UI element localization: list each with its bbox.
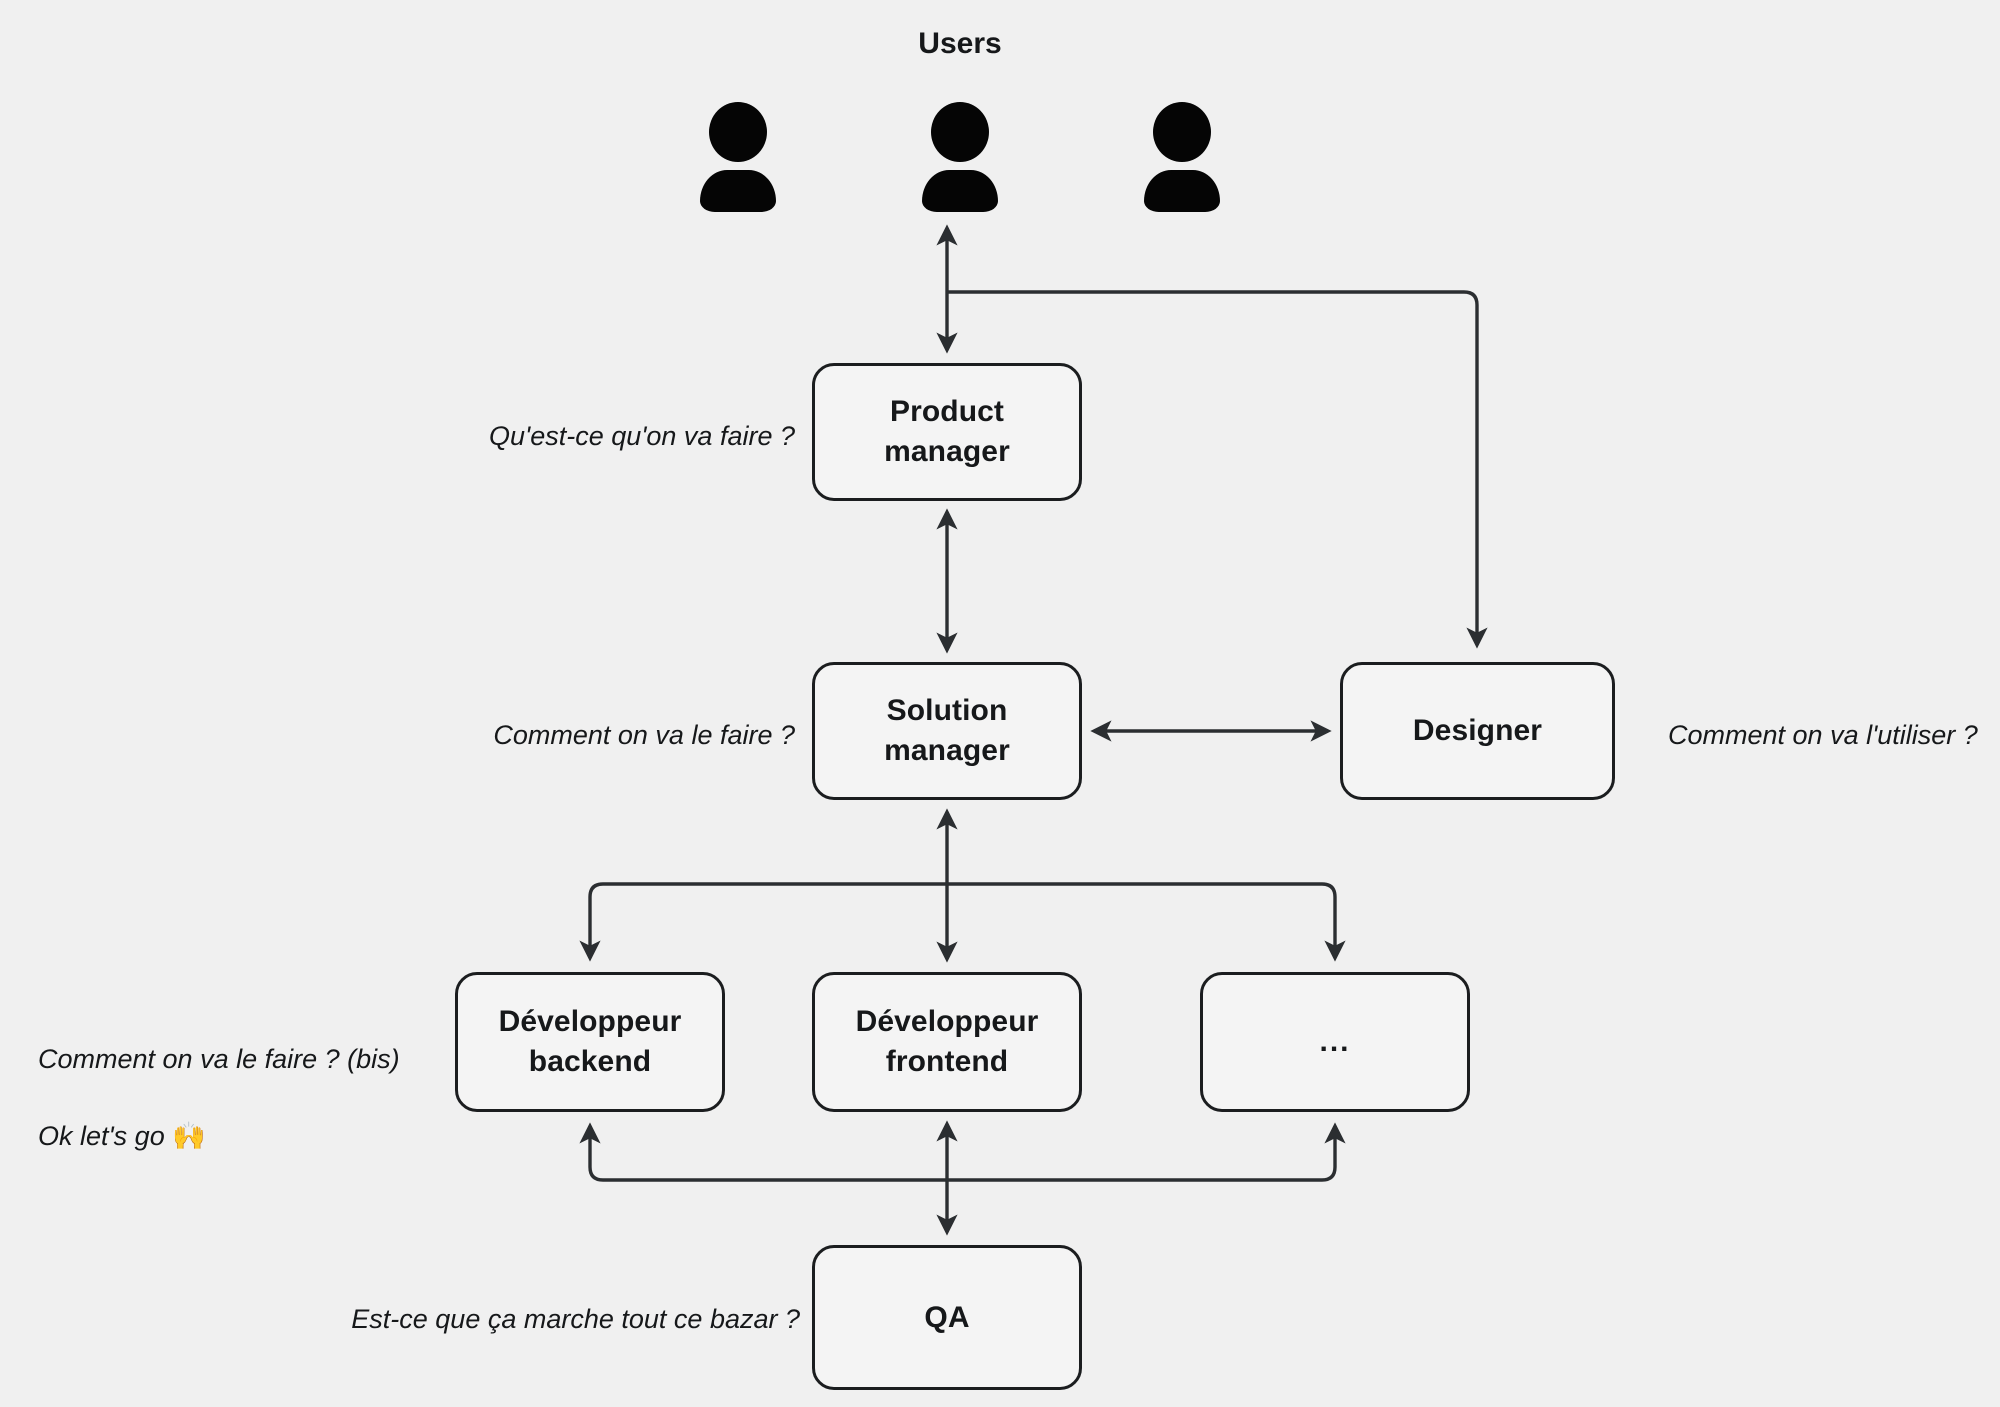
person-icon-head <box>1153 102 1211 162</box>
edge-users-designer <box>947 290 1488 649</box>
node-qa[interactable]: QA <box>812 1245 1082 1390</box>
note-solution-manager: Comment on va le faire ? <box>493 720 795 750</box>
node-qa-label: QA <box>924 1300 970 1334</box>
node-designer[interactable]: Designer <box>1340 662 1615 800</box>
node-product-manager[interactable]: Product manager <box>812 363 1082 501</box>
node-solution-manager[interactable]: Solution manager <box>812 662 1082 800</box>
edge-solution-manager-dev-backend <box>579 882 947 962</box>
note-developers-line2: Ok let's go <box>38 1120 173 1151</box>
note-developers: Comment on va le faire ? (bis) Ok let's … <box>38 1002 438 1156</box>
person-icon-body <box>922 170 998 212</box>
raised-hands-emoji-icon: 🙌 <box>172 1120 206 1152</box>
node-developer-frontend-label: Développeur frontend <box>855 1005 1039 1078</box>
person-icon <box>922 102 998 212</box>
node-designer-label: Designer <box>1412 714 1543 748</box>
note-developers-line1: Comment on va le faire ? (bis) <box>38 1044 400 1075</box>
users-title: Users <box>918 27 1002 60</box>
node-developer-backend[interactable]: Développeur backend <box>455 972 725 1112</box>
node-developer-other[interactable]: ... <box>1200 972 1470 1112</box>
person-icon-head <box>709 102 767 162</box>
node-product-manager-label: Product manager <box>884 395 1010 468</box>
person-icon-body <box>1144 170 1220 212</box>
person-icon-head <box>931 102 989 162</box>
person-icon <box>700 102 776 212</box>
edge-solution-manager-dev-other <box>947 882 1346 962</box>
node-developer-frontend[interactable]: Développeur frontend <box>812 972 1082 1112</box>
note-qa: Est-ce que ça marche tout ce bazar ? <box>351 1304 800 1334</box>
edge-qa-dev-other <box>947 1122 1346 1182</box>
node-developer-other-label: ... <box>1319 1025 1351 1059</box>
edge-qa-dev-backend <box>579 1122 947 1182</box>
note-designer: Comment on va l'utiliser ? <box>1668 720 1978 750</box>
person-icon-body <box>700 170 776 212</box>
node-developer-backend-label: Développeur backend <box>498 1005 682 1078</box>
node-solution-manager-label: Solution manager <box>884 694 1010 767</box>
person-icon <box>1144 102 1220 212</box>
note-product-manager: Qu'est-ce qu'on va faire ? <box>489 421 795 451</box>
